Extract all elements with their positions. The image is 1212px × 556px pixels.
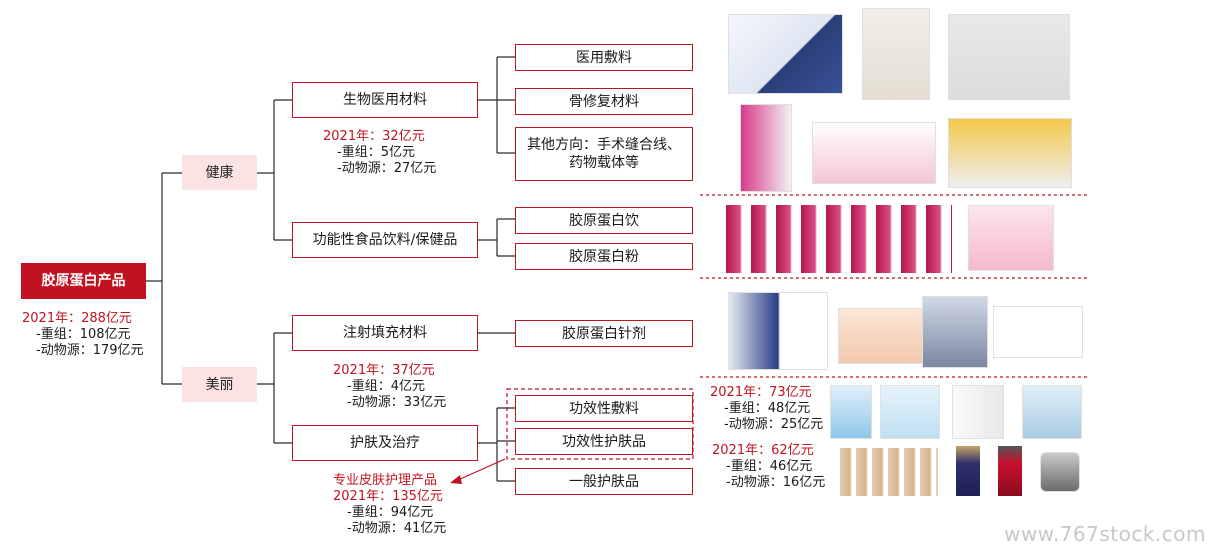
inject-stat-animal: -动物源：33亿元 xyxy=(347,395,447,410)
skincare-stat-animal: -动物源：16亿元 xyxy=(726,475,826,490)
root-stat-total: 2021年：288亿元 xyxy=(22,311,132,326)
product-image-collagen-drinks xyxy=(726,205,952,273)
product-image-injection-4 xyxy=(993,306,1083,358)
node-functional-food: 功能性食品饮料/保健品 xyxy=(292,222,478,258)
bio-stat-animal: -动物源：27亿元 xyxy=(337,161,437,176)
node-bone-repair: 骨修复材料 xyxy=(515,88,693,115)
bio-stat-recomb: -重组：5亿元 xyxy=(337,145,415,160)
skincare-stat-total: 2021年：62亿元 xyxy=(712,443,814,458)
product-image-efficacy-dressing-2 xyxy=(880,385,940,439)
root-stat-recomb: -重组：108亿元 xyxy=(36,327,131,342)
product-image-dressing-1 xyxy=(728,14,843,94)
node-other-directions: 其他方向：手术缝合线、 药物载体等 xyxy=(515,127,693,181)
product-image-efficacy-dressing-4 xyxy=(1022,385,1082,439)
product-image-skincare-2 xyxy=(956,446,980,496)
product-image-collagen-powder xyxy=(968,205,1054,271)
dressing-stat-recomb: -重组：48亿元 xyxy=(724,401,811,416)
bio-stat-total: 2021年：32亿元 xyxy=(323,129,425,144)
product-image-injection-3 xyxy=(922,296,988,368)
node-skincare-treatment: 护肤及治疗 xyxy=(292,425,478,461)
node-general-skincare: 一般护肤品 xyxy=(515,468,693,495)
node-collagen-injection: 胶原蛋白针剂 xyxy=(515,320,693,347)
bio-stat: 2021年：32亿元 -重组：5亿元 -动物源：27亿元 xyxy=(323,129,436,177)
product-image-bone-2 xyxy=(812,122,936,184)
product-image-skincare-3 xyxy=(998,446,1022,496)
product-image-injection-2 xyxy=(838,308,924,364)
product-image-efficacy-dressing-1 xyxy=(830,385,872,439)
root-stat-animal: -动物源：179亿元 xyxy=(36,343,144,358)
product-image-dressing-3 xyxy=(948,14,1070,100)
node-collagen-powder: 胶原蛋白粉 xyxy=(515,243,693,270)
product-image-suture xyxy=(948,118,1072,188)
dressing-stat-animal: -动物源：25亿元 xyxy=(724,417,824,432)
node-efficacy-skincare: 功效性护肤品 xyxy=(515,428,693,455)
node-efficacy-dressing: 功效性敷料 xyxy=(515,395,693,422)
node-injection-filler: 注射填充材料 xyxy=(292,315,478,351)
root-node: 胶原蛋白产品 xyxy=(21,263,146,299)
inject-stat: 2021年：37亿元 -重组：4亿元 -动物源：33亿元 xyxy=(333,363,446,411)
category-health: 健康 xyxy=(182,155,257,190)
node-medical-dressing: 医用敷料 xyxy=(515,44,693,71)
product-image-skincare-1 xyxy=(840,448,938,496)
skin-stat-animal: -动物源：41亿元 xyxy=(347,521,447,536)
dressing-stat: 2021年：73亿元 -重组：48亿元 -动物源：25亿元 xyxy=(710,385,823,433)
root-stat: 2021年：288亿元 -重组：108亿元 -动物源：179亿元 xyxy=(22,311,144,359)
product-image-skincare-4 xyxy=(1040,452,1080,492)
skin-note: 专业皮肤护理产品 xyxy=(333,473,438,488)
product-image-injection-1 xyxy=(728,292,828,370)
skincare-stat-recomb: -重组：46亿元 xyxy=(726,459,813,474)
product-image-efficacy-dressing-3 xyxy=(952,385,1004,439)
category-beauty: 美丽 xyxy=(182,367,257,402)
skincare-stat: 2021年：62亿元 -重组：46亿元 -动物源：16亿元 xyxy=(712,443,825,491)
inject-stat-total: 2021年：37亿元 xyxy=(333,363,435,378)
skin-stat-total: 2021年：135亿元 xyxy=(333,489,443,504)
product-image-bone-1 xyxy=(740,104,792,192)
node-biomedical-materials: 生物医用材料 xyxy=(292,82,478,118)
skin-stat: 专业皮肤护理产品 2021年：135亿元 -重组：94亿元 -动物源：41亿元 xyxy=(333,473,446,537)
skin-stat-recomb: -重组：94亿元 xyxy=(347,505,434,520)
watermark: www.767stock.com xyxy=(1004,522,1206,546)
inject-stat-recomb: -重组：4亿元 xyxy=(347,379,425,394)
product-image-dressing-2 xyxy=(862,8,930,100)
node-collagen-drink: 胶原蛋白饮 xyxy=(515,207,693,234)
dressing-stat-total: 2021年：73亿元 xyxy=(710,385,812,400)
